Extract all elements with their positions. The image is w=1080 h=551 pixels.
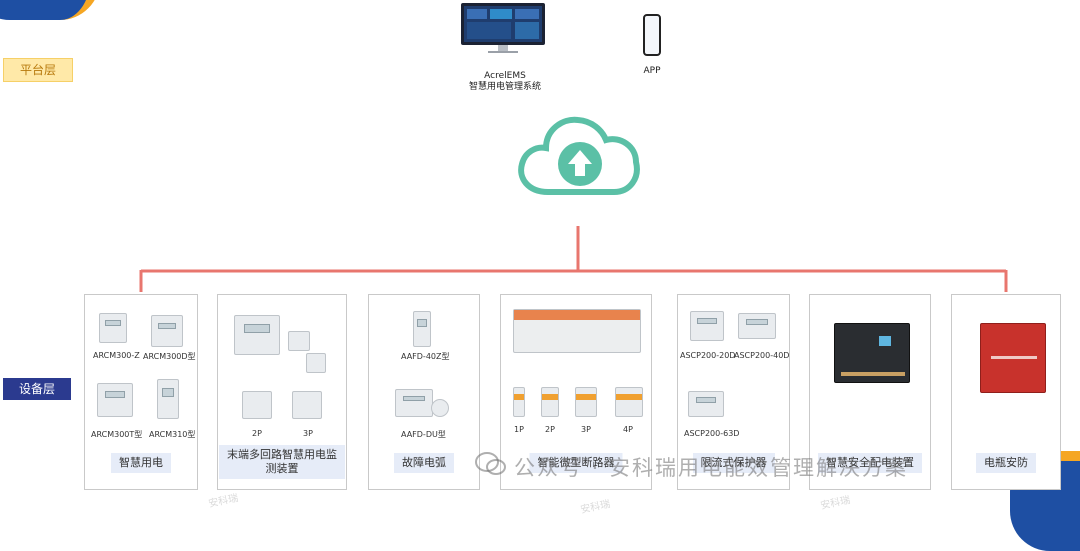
card-title: 限流式保护器	[692, 453, 775, 473]
device-label: ARCM310型	[149, 430, 196, 439]
device-card-smart-electricity: ARCM300-Z ARCM300D型 ARCM300T型 ARCM310型 智…	[84, 294, 198, 490]
arcm300t-device-icon	[97, 383, 133, 417]
cloud-upload-icon	[518, 116, 640, 195]
device-card-current-limit-protector: ASCP200-20D ASCP200-40D ASCP200-63D 限流式保…	[677, 294, 790, 490]
card-title: 智慧安全配电装置	[818, 453, 922, 473]
breaker-3p-icon	[575, 387, 597, 417]
device-label: 2P	[252, 429, 262, 438]
corner-decoration-top-left	[0, 0, 100, 20]
device-label: 3P	[581, 425, 591, 434]
distribution-cabinet-icon	[834, 323, 910, 383]
transformer-2p-icon	[242, 391, 272, 419]
device-card-multi-circuit: 2P 3P 末端多回路智慧用电监测装置	[217, 294, 347, 490]
device-label: ARCM300T型	[91, 430, 143, 439]
ascp200-40d-device-icon	[738, 313, 776, 339]
transformer-3p-icon	[292, 391, 322, 419]
device-card-smart-breaker: 1P 2P 3P 4P 智能微型断路器	[500, 294, 652, 490]
device-label: 3P	[303, 429, 313, 438]
multi-circuit-main-unit-icon	[234, 315, 280, 355]
device-label: 4P	[623, 425, 633, 434]
device-card-battery-security: 电瓶安防	[951, 294, 1061, 490]
faint-watermark: 安科瑞	[819, 494, 852, 512]
system-name: AcrelEMS 智慧用电管理系统	[460, 71, 550, 93]
device-label: ASCP200-40D	[734, 351, 790, 360]
monitor-icon	[461, 3, 545, 53]
aafd-40z-device-icon	[413, 311, 431, 347]
wechat-icon	[475, 452, 506, 475]
arcm310-device-icon	[157, 379, 179, 419]
card-title: 智能微型断路器	[529, 453, 623, 473]
current-transformer-icon	[288, 331, 310, 351]
device-label: 1P	[514, 425, 524, 434]
device-card-safety-distribution: 智慧安全配电装置	[809, 294, 931, 490]
system-name-line1: AcrelEMS	[484, 71, 526, 81]
arcm300d-device-icon	[151, 315, 183, 347]
breaker-assembly-icon	[513, 309, 641, 353]
device-label: ASCP200-63D	[684, 429, 740, 438]
device-layer-tag: 设备层	[3, 378, 71, 400]
device-card-arc-fault: AAFD-40Z型 AAFD-DU型 故障电弧	[368, 294, 480, 490]
device-label: AAFD-DU型	[401, 430, 446, 439]
current-transformer-icon	[306, 353, 326, 373]
watermark-text: 公众号 · 安科瑞用电能效管理解决方案	[514, 456, 909, 480]
device-label: AAFD-40Z型	[401, 352, 450, 361]
breaker-4p-icon	[615, 387, 643, 417]
card-title: 末端多回路智慧用电监测装置	[219, 445, 345, 479]
aafd-du-device-icon	[395, 389, 433, 417]
card-title: 智慧用电	[111, 453, 171, 473]
ascp200-20d-device-icon	[690, 311, 724, 341]
arcm300z-device-icon	[99, 313, 127, 343]
ascp200-63d-device-icon	[688, 391, 724, 417]
card-title: 电瓶安防	[976, 453, 1036, 473]
sensor-ring-icon	[431, 399, 449, 417]
faint-watermark: 安科瑞	[207, 492, 240, 510]
device-label: ARCM300-Z	[93, 351, 140, 360]
faint-watermark: 安科瑞	[579, 498, 612, 516]
breaker-1p-icon	[513, 387, 525, 417]
system-name-line2: 智慧用电管理系统	[468, 82, 541, 92]
device-label: 2P	[545, 425, 555, 434]
phone-icon	[643, 14, 661, 56]
app-label: APP	[643, 66, 661, 76]
breaker-2p-icon	[541, 387, 559, 417]
device-label: ARCM300D型	[143, 352, 196, 361]
card-title: 故障电弧	[394, 453, 454, 473]
platform-layer-tag: 平台层	[3, 58, 73, 82]
device-label: ASCP200-20D	[680, 351, 736, 360]
battery-security-box-icon	[980, 323, 1046, 393]
